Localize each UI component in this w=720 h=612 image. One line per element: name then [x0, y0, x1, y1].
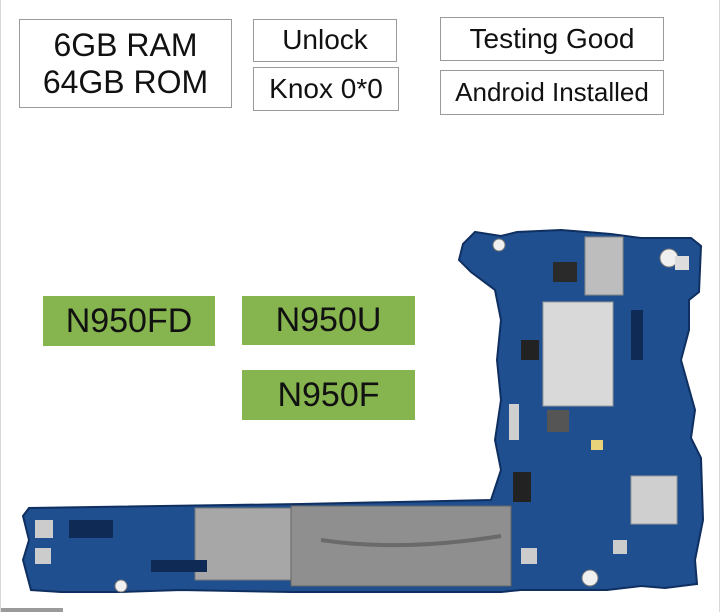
connector: [69, 520, 113, 538]
chip: [509, 404, 519, 440]
memory-spec-box: 6GB RAM 64GB ROM: [19, 19, 232, 108]
chip: [521, 340, 539, 360]
chip: [35, 548, 51, 564]
screw-hole: [492, 238, 506, 252]
chip: [35, 520, 53, 538]
screw-hole: [581, 569, 599, 587]
shield-right: [630, 475, 678, 525]
model-label: N950FD: [43, 296, 215, 346]
chip: [675, 256, 689, 270]
screw-hole: [114, 579, 128, 593]
shield-bottom-left: [194, 507, 294, 581]
rom-label: 64GB ROM: [42, 63, 209, 100]
android-box: Android Installed: [440, 70, 664, 115]
ram-label: 6GB RAM: [53, 26, 198, 63]
chip: [513, 472, 531, 502]
chip: [591, 440, 603, 450]
board-outline: [21, 228, 705, 593]
knox-label: Knox 0*0: [269, 72, 383, 104]
connector: [547, 410, 569, 432]
model-label: N950F: [242, 370, 415, 420]
shield-reflection: [320, 534, 502, 548]
footer-divider: [1, 608, 63, 612]
unlock-box: Unlock: [253, 19, 397, 62]
android-label: Android Installed: [455, 76, 649, 107]
connector: [151, 560, 207, 572]
knox-box: Knox 0*0: [253, 67, 399, 111]
shield-center: [542, 301, 614, 407]
shield-top: [584, 236, 624, 296]
chip: [553, 262, 577, 282]
chip: [521, 548, 537, 564]
chip: [613, 540, 627, 554]
connector: [631, 310, 643, 360]
testing-box: Testing Good: [440, 17, 664, 61]
unlock-label: Unlock: [282, 24, 368, 56]
testing-label: Testing Good: [469, 22, 635, 54]
model-label: N950U: [242, 296, 415, 345]
